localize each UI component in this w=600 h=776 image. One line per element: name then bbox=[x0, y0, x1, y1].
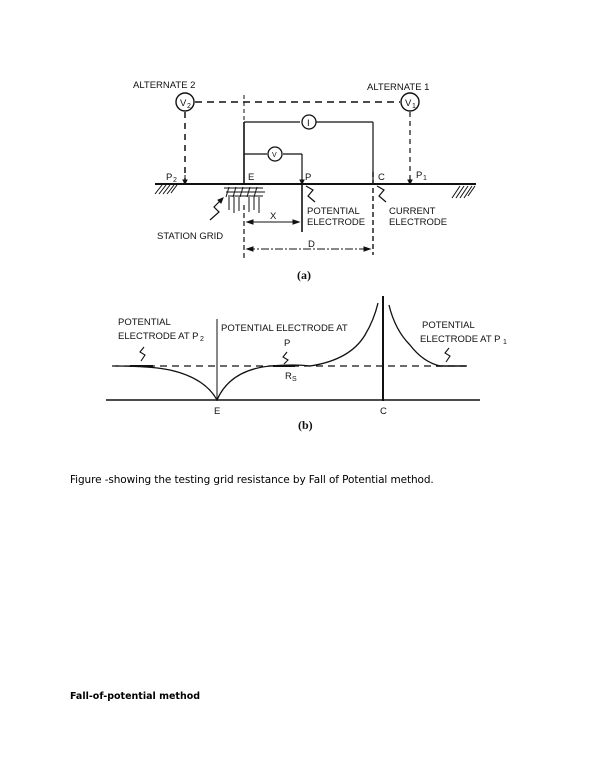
figure-b-labels: POTENTIAL ELECTRODE AT P 2 POTENTIAL ELE… bbox=[118, 317, 507, 432]
label-x: X bbox=[270, 211, 277, 222]
figure-b-caption: (b) bbox=[298, 418, 313, 432]
section-heading: Fall-of-potential method bbox=[70, 691, 201, 702]
label-c-axis: C bbox=[380, 406, 387, 417]
svg-text:ELECTRODE: ELECTRODE bbox=[307, 217, 365, 228]
label-left-potential: POTENTIAL bbox=[118, 317, 171, 328]
svg-text:2: 2 bbox=[173, 177, 177, 184]
label-p1: P bbox=[416, 170, 422, 181]
fall-of-potential-diagram: ALTERNATE 2 ALTERNATE 1 V 2 V 1 I V P 2 … bbox=[106, 80, 507, 432]
svg-text:S: S bbox=[292, 376, 297, 383]
voltmeter-label: V bbox=[272, 152, 277, 159]
svg-text:ELECTRODE AT P: ELECTRODE AT P bbox=[118, 331, 198, 342]
svg-text:2: 2 bbox=[200, 336, 204, 343]
label-e: E bbox=[248, 172, 254, 183]
ammeter-label: I bbox=[307, 118, 310, 129]
v1-meter-label: V bbox=[405, 98, 412, 109]
label-current-electrode: CURRENT bbox=[389, 206, 436, 217]
label-d: D bbox=[308, 239, 315, 250]
svg-text:ELECTRODE: ELECTRODE bbox=[389, 217, 447, 228]
svg-text:2: 2 bbox=[187, 103, 191, 110]
label-right-potential: POTENTIAL bbox=[422, 320, 475, 331]
label-p2: P bbox=[166, 172, 172, 183]
figure-a-caption: (a) bbox=[297, 268, 311, 282]
v2-meter-label: V bbox=[180, 98, 187, 109]
label-rs: R bbox=[285, 371, 292, 382]
label-station-grid: STATION GRID bbox=[157, 231, 223, 242]
svg-text:ELECTRODE AT P: ELECTRODE AT P bbox=[420, 334, 500, 345]
label-c: C bbox=[378, 172, 385, 183]
label-e-axis: E bbox=[214, 406, 220, 417]
figure-a-circuit bbox=[154, 92, 476, 258]
label-middle-potential: POTENTIAL ELECTRODE AT bbox=[221, 323, 348, 334]
svg-text:1: 1 bbox=[423, 175, 427, 182]
svg-text:1: 1 bbox=[503, 339, 507, 346]
figure-caption: Figure -showing the testing grid resista… bbox=[70, 474, 434, 486]
label-potential-electrode: POTENTIAL bbox=[307, 206, 360, 217]
svg-text:1: 1 bbox=[412, 103, 416, 110]
label-middle-p: P bbox=[284, 338, 290, 349]
label-alternate-2: ALTERNATE 2 bbox=[133, 80, 195, 91]
figure-b-curve bbox=[106, 296, 480, 401]
label-alternate-1: ALTERNATE 1 bbox=[367, 82, 429, 93]
figure-a-labels: ALTERNATE 2 ALTERNATE 1 V 2 V 1 I V P 2 … bbox=[133, 80, 447, 282]
label-p: P bbox=[305, 172, 311, 183]
